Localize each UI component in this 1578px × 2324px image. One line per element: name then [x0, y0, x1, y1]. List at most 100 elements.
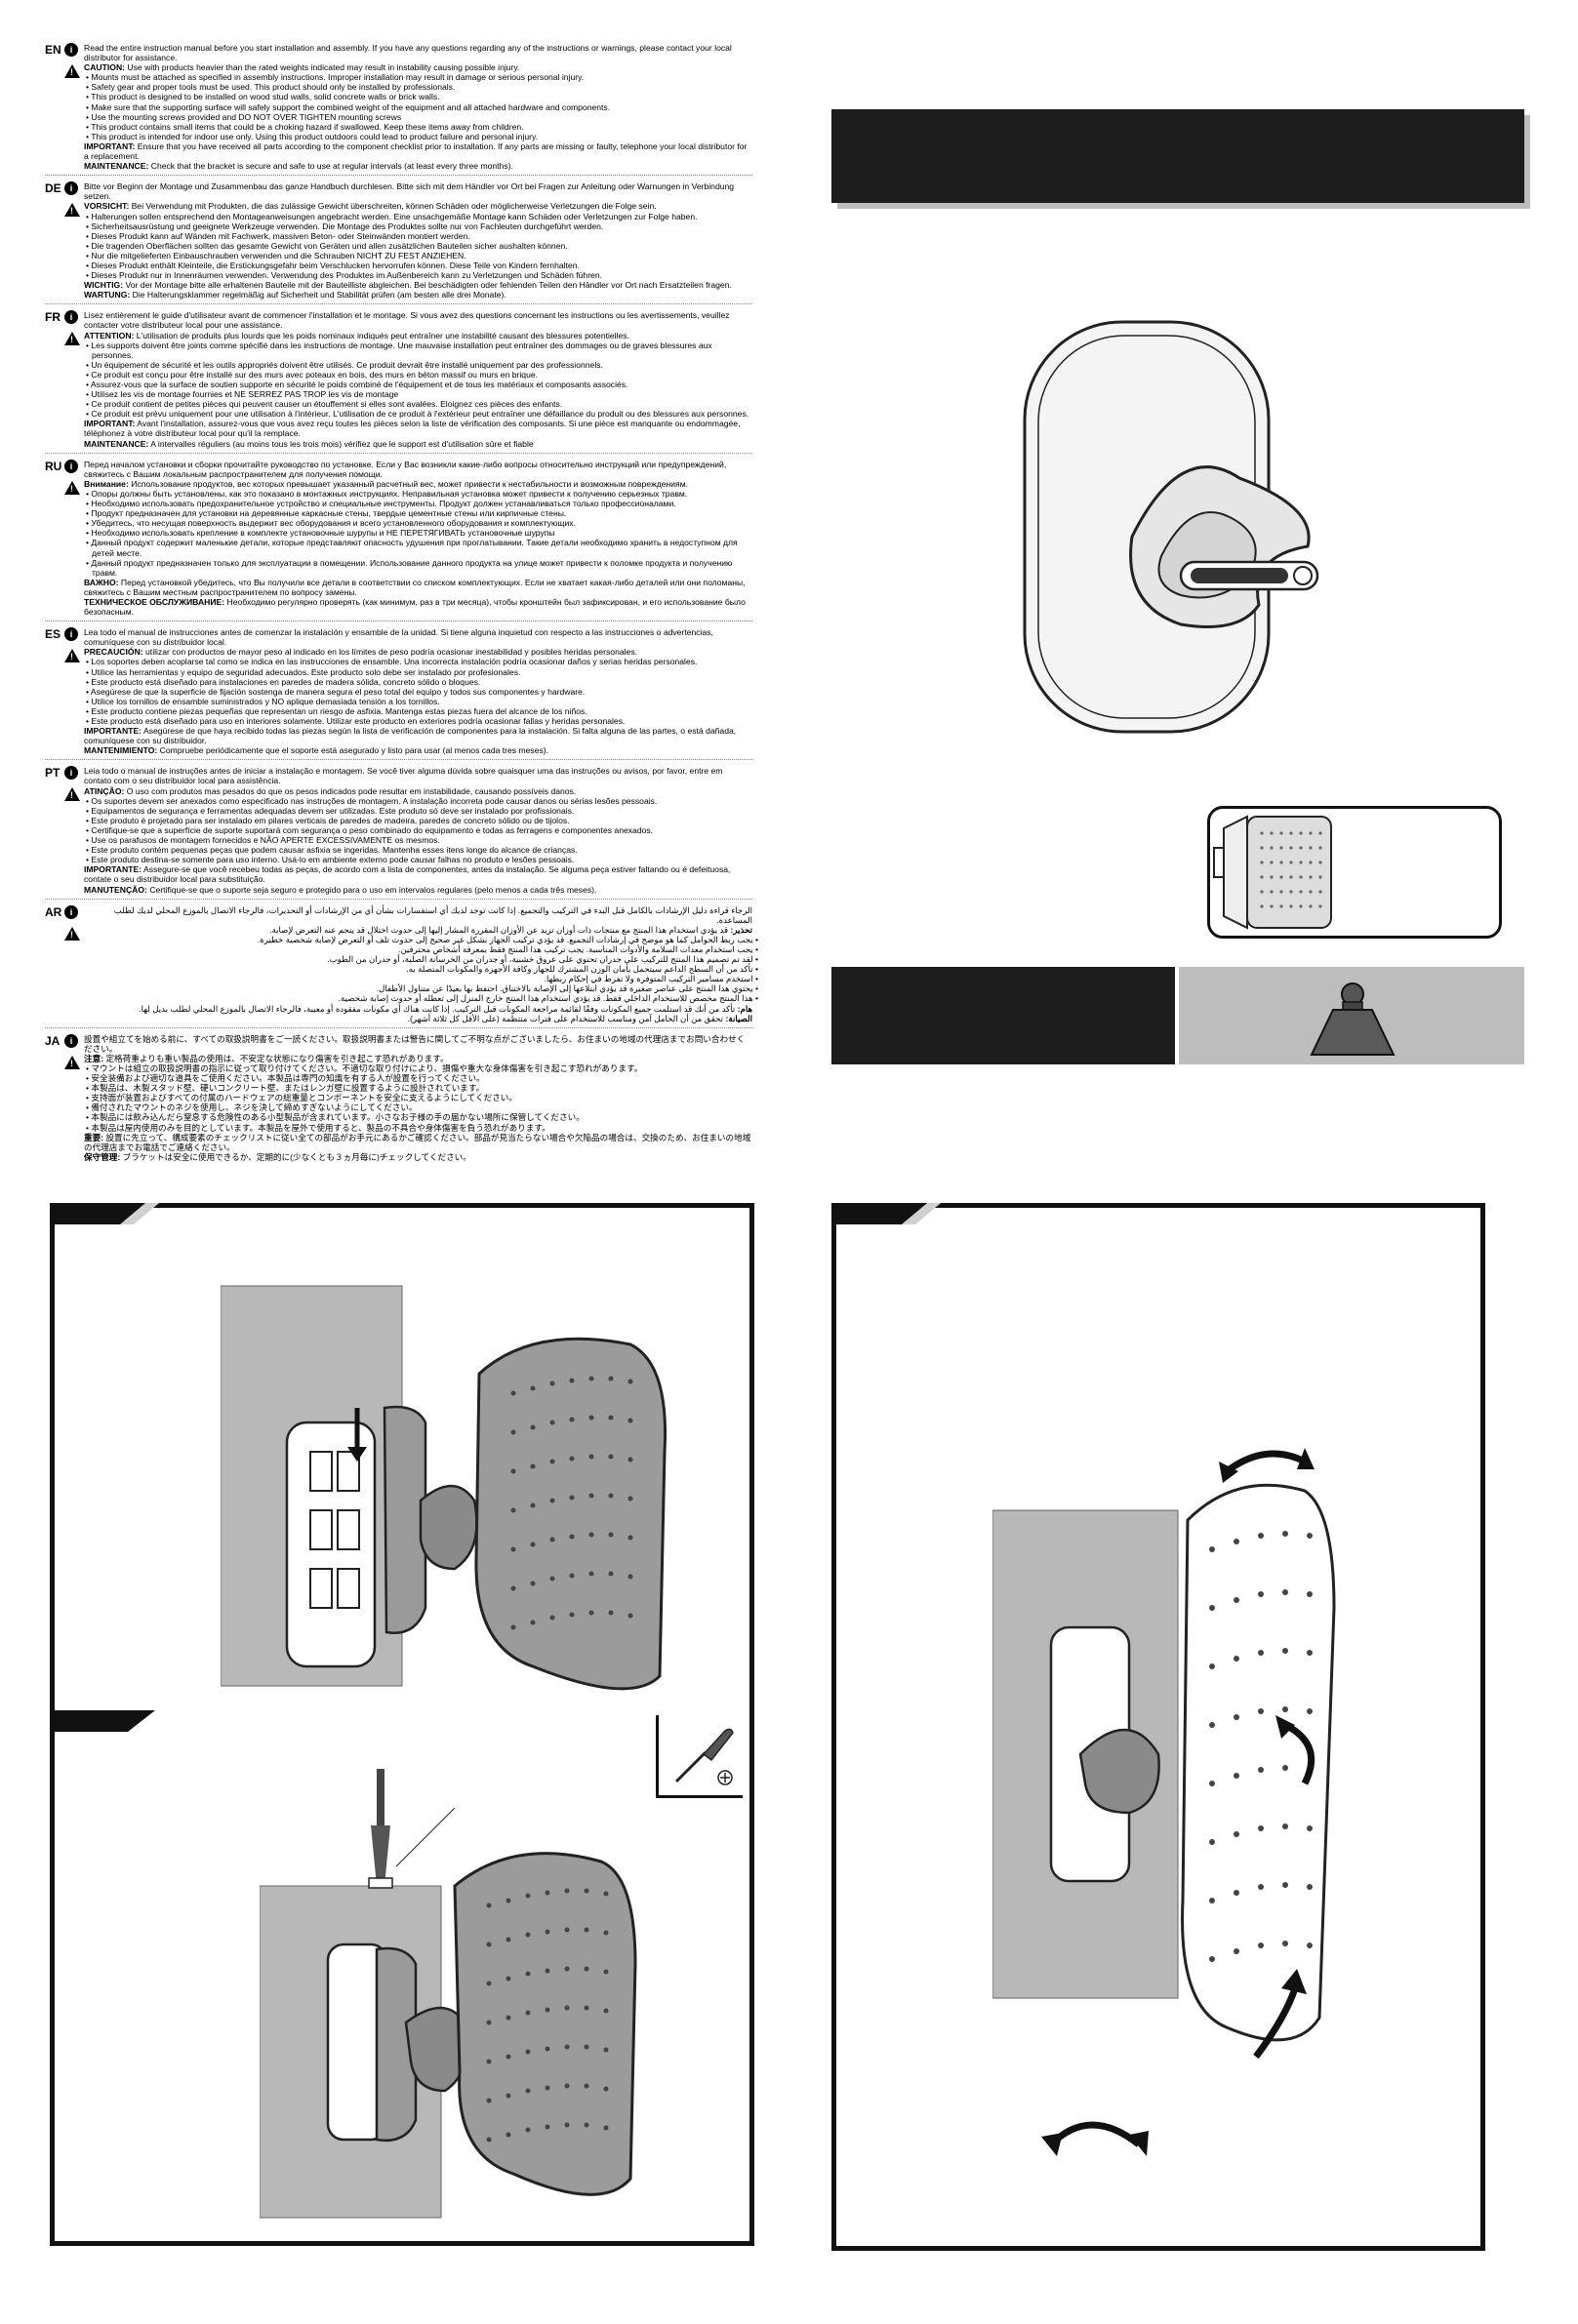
- warning-intro: الرجاء قراءة دليل الإرشادات بالكامل قبل …: [113, 904, 752, 925]
- warning-bullet: • Certifique-se que a superfície de supo…: [86, 824, 654, 835]
- warning-bullet: • 安全装備および適切な道具をご使用ください。本製品は専門の知識を有する人が設置…: [86, 1073, 485, 1084]
- warning-keyword: 重要:: [84, 1132, 104, 1142]
- book-info-icon: i: [64, 43, 78, 57]
- warning-keyword: ТЕХНИЧЕСКОЕ ОБСЛУЖИВАНИЕ:: [84, 596, 225, 607]
- warning-keyword: ВАЖНО:: [84, 577, 119, 587]
- warning-bullet: • Este produto contém pequenas peças que…: [86, 845, 578, 856]
- warning-bullet: • 本製品は、木製スタッド壁、硬いコンクリート壁、またはレンガ壁に設置するように…: [86, 1083, 485, 1094]
- warning-bullet: • 本製品は屋内使用のみを目的としています。本製品を屋外で使用すると、製品の不具…: [86, 1122, 550, 1133]
- max-weight-label-box: [831, 967, 1175, 1064]
- warning-keyword: 保守管理:: [84, 1151, 121, 1162]
- language-icons: i!: [64, 904, 80, 941]
- warning-keyword: Внимание:: [84, 478, 129, 489]
- language-icons: i!: [64, 181, 80, 218]
- warning-keyword: تحذير:: [730, 924, 752, 935]
- warning-bullet: • Make sure that the supporting surface …: [86, 101, 611, 112]
- warning-heading-line: 重要: 設置に先立って、構成要素のチェックリストに従い全ての部品がお手元にあるか…: [84, 1132, 751, 1152]
- warning-heading-line: MAINTENANCE: A intervalles réguliers (au…: [84, 438, 534, 449]
- warning-bullet: • Este produto é projetado para ser inst…: [86, 815, 570, 825]
- warning-heading-line: PRECAUCIÓN: utilizar con productos de ma…: [84, 647, 638, 658]
- warning-intro: Lea todo el manual de instrucciones ante…: [84, 627, 713, 648]
- warning-heading-line: Внимание: Использование продуктов, вес к…: [84, 478, 688, 489]
- warning-bullet: • Este producto está diseñado para insta…: [86, 676, 481, 687]
- step-2-illustration: [260, 1769, 637, 2219]
- warning-bullet: • Dieses Produkt kann auf Wänden mit Fac…: [86, 230, 470, 241]
- warning-bullet: • Safety gear and proper tools must be u…: [86, 82, 456, 93]
- warning-triangle-icon: !: [64, 64, 80, 78]
- warning-triangle-icon: !: [64, 926, 80, 941]
- max-weight-icon-box: [1179, 967, 1524, 1064]
- warning-keyword: 注意:: [84, 1053, 104, 1063]
- warning-triangle-icon: !: [64, 203, 80, 218]
- warning-heading-line: ATTENTION: L'utilisation de produits plu…: [84, 330, 629, 341]
- warning-intro: Bitte vor Beginn der Montage und Zusamme…: [84, 181, 735, 202]
- warning-heading-line: ATINÇÃO: O uso com produtos mas pesados …: [84, 785, 577, 796]
- warning-triangle-icon: !: [64, 1055, 80, 1069]
- language-icons: i!: [64, 627, 80, 663]
- step-1-tab: [50, 1203, 155, 1224]
- step-2-tab: [50, 1710, 155, 1732]
- warning-intro: 設置や組立てを始める前に、すべての取扱説明書をご一読ください。取扱説明書または警…: [84, 1033, 746, 1054]
- warning-keyword: ATINÇÃO:: [84, 785, 125, 796]
- warning-triangle-icon: !: [64, 332, 80, 346]
- warning-keyword: IMPORTANTE:: [84, 864, 142, 875]
- warning-intro: Lisez entièrement le guide d'utilisateur…: [84, 310, 730, 331]
- warning-heading-line: ТЕХНИЧЕСКОЕ ОБСЛУЖИВАНИЕ: Необходимо рег…: [84, 596, 746, 618]
- warning-bullet: • 支持面が装置およびすべての付属のハードウェアの総重量とコンポーネントを安全に…: [86, 1093, 517, 1103]
- warning-keyword: الصيانة:: [725, 1013, 752, 1023]
- warning-bullet: • This product is designed to be install…: [86, 92, 440, 102]
- warning-keyword: ATTENTION:: [84, 330, 135, 341]
- book-info-icon: i: [64, 181, 78, 196]
- warning-bullet: • Este producto contiene piezas pequeñas…: [86, 705, 587, 716]
- warning-bullet: • تأكد من أن السطح الداعم سيتحمل بأمان ا…: [406, 964, 758, 975]
- product-mount-illustration: [1023, 320, 1319, 734]
- language-icons: i!: [64, 766, 80, 802]
- warning-bullet: • Mounts must be attached as specified i…: [86, 72, 585, 83]
- warning-triangle-icon: !: [64, 787, 80, 802]
- speaker-icon: [1213, 815, 1332, 930]
- warning-bullet: • 本製品には飲み込んだら窒息する危険性のある小型製品が含まれています。小さなお…: [86, 1112, 585, 1123]
- title-bar: [831, 109, 1524, 203]
- weight-icon: [1310, 982, 1396, 1056]
- warning-keyword: WARTUNG:: [84, 290, 131, 301]
- warning-bullet: • Use the mounting screws provided and D…: [86, 111, 402, 122]
- warning-heading-line: VORSICHT: Bei Verwendung mit Produkten, …: [84, 201, 657, 212]
- warning-heading-line: MAINTENANCE: Check that the bracket is s…: [84, 161, 513, 172]
- warning-keyword: هام:: [737, 1003, 752, 1014]
- book-info-icon: i: [64, 1033, 78, 1048]
- warning-heading-line: WARTUNG: Die Halterungsklammer regelmäßi…: [84, 290, 506, 301]
- language-code: DE: [45, 181, 61, 196]
- warning-bullet: • Необходимо использовать крепление в ко…: [86, 528, 555, 539]
- warning-keyword: MANTENIMIENTO:: [84, 745, 158, 756]
- warning-bullet: • Dieses Produkt enthält Kleinteile, die…: [86, 260, 580, 270]
- language-code: JA: [45, 1033, 61, 1048]
- warning-heading-line: ВАЖНО: Перед установкой убедитесь, что В…: [84, 577, 746, 597]
- warning-bullet: • Un équipement de sécurité et les outil…: [86, 359, 603, 370]
- warning-bullet: • This product is intended for indoor us…: [86, 131, 539, 141]
- language-icons: i!: [64, 459, 80, 495]
- language-icons: i!: [64, 1033, 80, 1069]
- warning-bullet: • Sicherheitsausrüstung und geeignete We…: [86, 220, 604, 231]
- language-code: EN: [45, 43, 61, 57]
- warning-keyword: MAINTENANCE:: [84, 438, 149, 449]
- warning-bullet: • Ce produit est prévu uniquement pour u…: [86, 409, 749, 420]
- warning-bullet: • Nur die mitgelieferten Einbauschrauben…: [86, 250, 466, 260]
- book-info-icon: i: [64, 310, 78, 325]
- language-icons: i!: [64, 310, 80, 346]
- step-1-panel: [50, 1203, 754, 1720]
- language-code: FR: [45, 310, 61, 325]
- warning-heading-line: CAUTION: Use with products heavier than …: [84, 62, 520, 73]
- warning-keyword: IMPORTANT:: [84, 140, 136, 151]
- step-3-tab: [831, 1203, 937, 1224]
- warning-bullet: • Опоры должны быть установлены, как это…: [86, 488, 688, 499]
- warning-heading-line: MANUTENÇÃO: Certifique-se que o suporte …: [84, 884, 597, 895]
- warning-bullet: • Use os parafusos de montagem fornecido…: [86, 835, 440, 846]
- warning-bullet: • يجب استخدام معدات السلامة والأدوات الم…: [398, 943, 758, 954]
- step-2-panel: [50, 1710, 754, 2246]
- warning-bullet: • يحتوي هذا المنتج على عناصر صغيرة قد يؤ…: [376, 983, 758, 994]
- step-3-panel: [831, 1203, 1485, 2251]
